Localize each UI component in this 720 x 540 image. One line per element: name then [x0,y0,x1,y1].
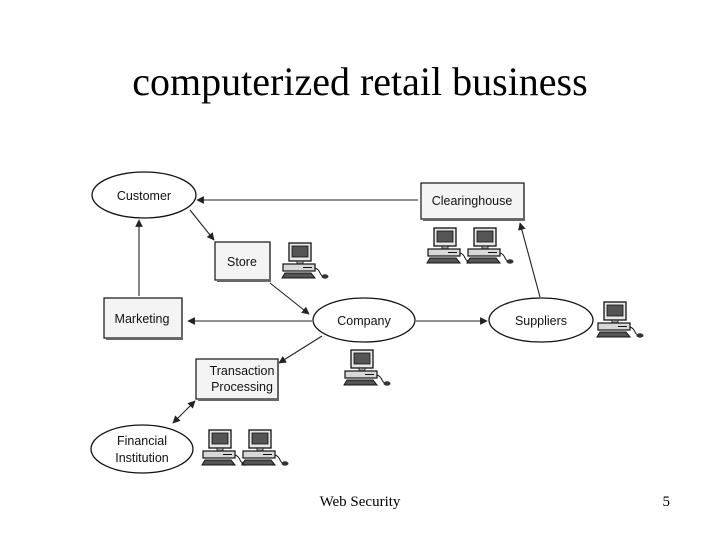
arrow-suppliers-clearinghouse [518,222,541,298]
arrow-company-transaction [278,335,323,364]
computer-icon [201,429,250,467]
arrow-customer-store [189,209,215,241]
computer-icon [466,227,515,265]
node-clearinghouse: Clearinghouse [420,182,525,221]
node-suppliers: Suppliers [488,297,594,343]
node-customer: Customer [91,171,197,219]
node-clearinghouse-label: Clearinghouse [432,194,513,208]
node-financial-label-1: Financial [117,434,167,448]
node-store-label: Store [227,255,257,269]
node-financial-label-2: Institution [115,451,169,465]
arrow-store-company [269,282,310,315]
computer-icon [596,301,645,339]
node-transaction-label-1: Transaction [210,364,275,378]
footer-text: Web Security [319,494,401,510]
node-store: Store [214,241,271,282]
page-number: 5 [662,494,671,510]
node-transaction-processing: Transaction Processing [195,358,279,401]
arrow-transaction-financial [172,400,196,424]
computer-icon [426,227,475,265]
node-transaction-label-2: Processing [211,380,273,394]
node-suppliers-label: Suppliers [515,314,567,328]
node-customer-label: Customer [117,189,171,203]
node-company: Company [312,297,416,343]
computer-icon [343,349,392,387]
node-company-label: Company [337,314,391,328]
computer-icon [241,429,290,467]
computer-icon [281,242,330,280]
slide-title: computerized retail business [132,59,588,104]
node-marketing: Marketing [103,297,183,340]
node-marketing-label: Marketing [115,312,170,326]
node-financial-institution: Financial Institution [90,424,194,474]
